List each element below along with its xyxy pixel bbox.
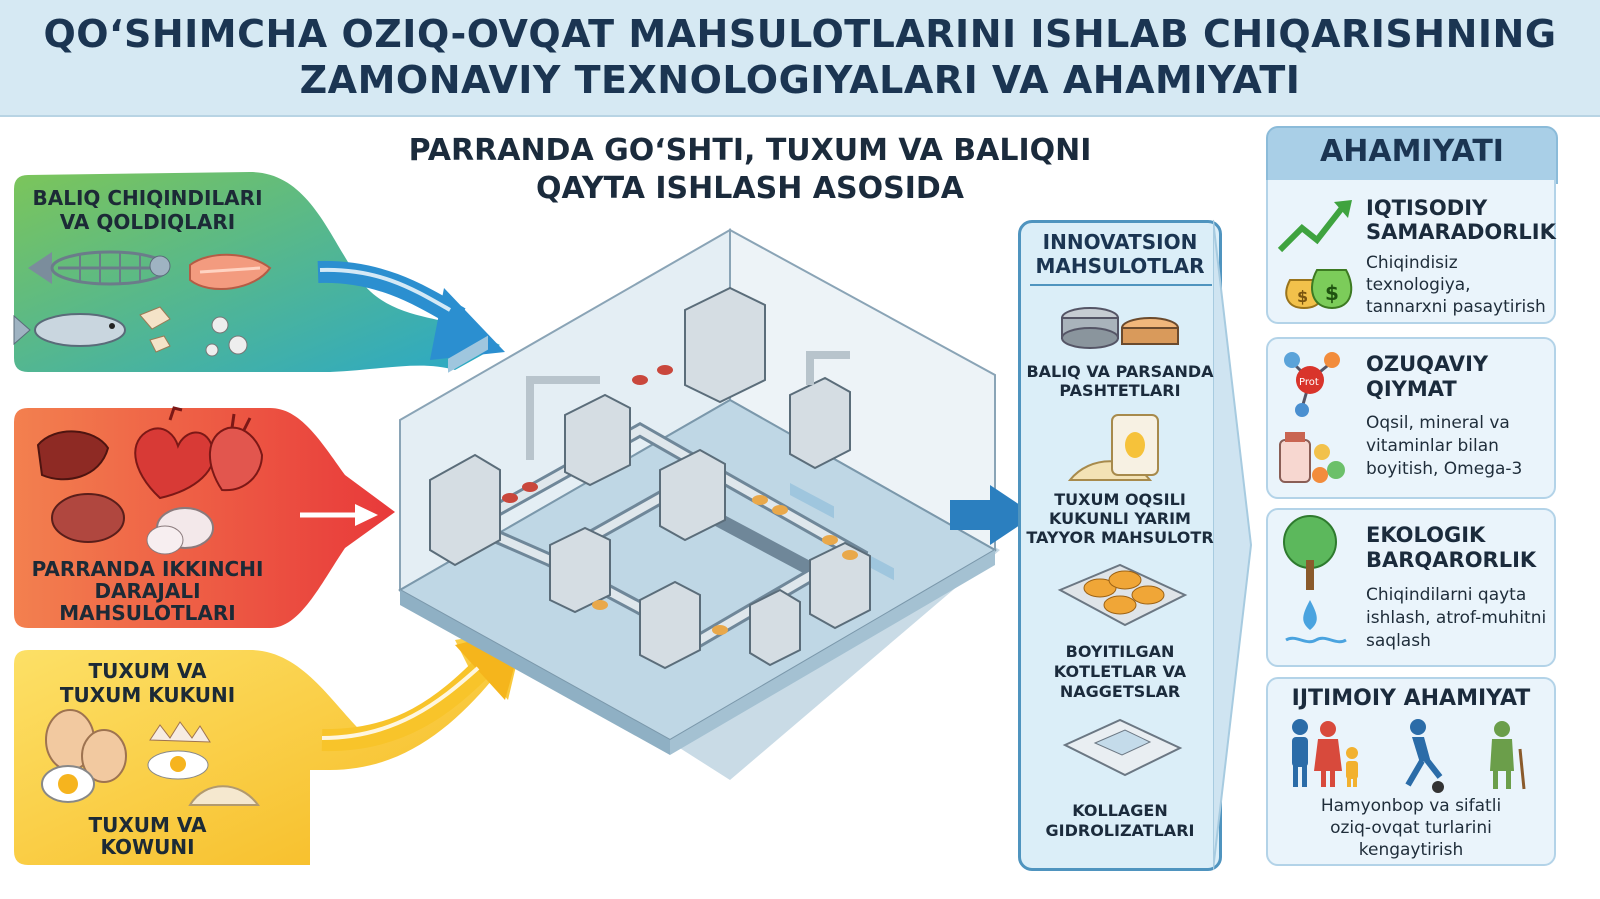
- social-desc-line-1: Hamyonbop va sifatli: [1320, 796, 1502, 816]
- machine-2: [684, 286, 766, 404]
- fish-label-line-2: VA QOLDIQLARI: [59, 210, 236, 234]
- nutrition-desc-line-3: boyitish, Omega-3: [1366, 459, 1523, 479]
- innov-item-1-line-2: PASHTETLARI: [1059, 381, 1181, 400]
- elderly-person-icon: [1490, 721, 1526, 790]
- page-title-line-2: ZAMONAVIY TEXNOLOGIYALARI VA AHAMIYATI: [299, 58, 1301, 102]
- output-arrow: [950, 485, 1020, 545]
- molecule-icon: Prot: [1284, 352, 1340, 417]
- economic-title-line-1: IQTISODIY: [1366, 196, 1488, 220]
- innov-item-4-line-1: KOLLAGEN: [1072, 801, 1168, 820]
- collagen-pack-icon: [1062, 718, 1183, 777]
- nutrition-title-line-2: QIYMAT: [1366, 377, 1457, 401]
- growth-arrow-icon: [1277, 200, 1352, 253]
- whole-eggs-icon: [41, 709, 127, 803]
- water-drop-icon: [1285, 600, 1347, 644]
- egg-label-line-1: TUXUM VA: [88, 659, 207, 683]
- innov-item-3-line-2: KOTLETLAR VA: [1053, 662, 1187, 681]
- poultry-arrow-head: [355, 504, 378, 526]
- machine-1: [429, 453, 501, 567]
- machine-8: [809, 541, 871, 630]
- innov-item-3-line-3: NAGGETSLAR: [1059, 682, 1181, 701]
- subtitle-line-2: QAYTA ISHLASH ASOSIDA: [536, 171, 964, 206]
- egg-label-bottom-1: TUXUM VA: [88, 813, 207, 837]
- innovation-title-line-2: MAHSULOTLAR: [1035, 254, 1205, 278]
- innov-item-1-line-1: BALIQ VA PARSANDA: [1026, 362, 1214, 381]
- innov-item-2-line-2: KUKUNLI YARIM: [1049, 509, 1191, 528]
- header-banner: [0, 0, 1600, 117]
- economic-desc-line-2: texnologiya,: [1366, 275, 1471, 295]
- fish-skeleton-icon: [28, 250, 171, 286]
- fish-fillet-icon: [189, 253, 272, 291]
- nutrition-desc-line-2: vitaminlar bilan: [1366, 436, 1499, 456]
- nutrition-title-line-1: OZUQAVIY: [1366, 352, 1489, 376]
- fish-scraps-icon: [139, 306, 248, 357]
- tree-icon: [1283, 515, 1337, 590]
- protein-badge-text: Prot: [1299, 377, 1319, 388]
- dollar-sign-left: $: [1297, 287, 1308, 306]
- innovation-divider: [1030, 284, 1212, 286]
- factory-illustration: [397, 228, 1020, 780]
- nutrition-desc-line-1: Oqsil, mineral va: [1366, 413, 1510, 433]
- family-icon: [1292, 719, 1358, 787]
- ecology-desc-line-3: saqlash: [1366, 631, 1431, 651]
- money-bag-icon: $ $: [1285, 269, 1353, 310]
- social-desc-line-3: kengaytirish: [1358, 840, 1464, 860]
- egg-powder-icon: [188, 785, 260, 806]
- heart-icon: [134, 406, 215, 500]
- machine-7: [639, 580, 701, 670]
- poultry-label-line-2: DARAJALI: [94, 579, 201, 603]
- egg-shell-icon: [146, 507, 214, 555]
- nuggets-tray-icon: [1057, 563, 1188, 627]
- liver-icon: [36, 430, 110, 481]
- egg-label-line-2: TUXUM KUKUNI: [59, 683, 236, 707]
- machine-3: [564, 393, 631, 487]
- innovation-icons: [1057, 307, 1188, 777]
- running-person-icon: [1405, 719, 1444, 793]
- machine-5: [659, 448, 726, 542]
- subtitle-line-1: PARRANDA GO‘SHTI, TUXUM VA BALIQNI: [408, 133, 1092, 168]
- social-title: IJTIMOIY AHAMIYAT: [1291, 686, 1531, 711]
- innov-item-2-line-3: TAYYOR MAHSULOTR: [1026, 528, 1214, 547]
- social-icons: [1292, 719, 1526, 793]
- innov-item-3-line-1: BOYITILGAN: [1065, 642, 1175, 661]
- ecology-title-line-2: BARQARORLIK: [1366, 548, 1537, 572]
- machine-9: [749, 588, 801, 667]
- ecology-desc-line-2: ishlash, atrof-muhitni: [1366, 608, 1547, 628]
- heart-anatomical-icon: [209, 413, 264, 492]
- egg-panel: [14, 628, 525, 865]
- poultry-label-line-1: PARRANDA IKKINCHI: [31, 557, 264, 581]
- ecology-title-line-1: EKOLOGIK: [1366, 523, 1486, 547]
- dollar-sign-right: $: [1325, 281, 1339, 305]
- innovation-title-line-1: INNOVATSION: [1042, 230, 1198, 254]
- machine-4: [789, 376, 851, 470]
- cracked-egg-icon: [147, 721, 211, 780]
- pate-cans-icon: [1061, 307, 1179, 349]
- social-desc-line-2: oziq-ovqat turlarini: [1330, 818, 1492, 838]
- egg-powder-bag-icon: [1067, 414, 1159, 481]
- fish-label-line-1: BALIQ CHIQINDILARI: [32, 186, 263, 210]
- innov-item-2-line-1: TUXUM OQSILI: [1054, 490, 1186, 509]
- economic-desc-line-1: Chiqindisiz: [1366, 253, 1458, 273]
- innovation-chevron: [1213, 219, 1253, 871]
- ecology-desc-line-1: Chiqindilarni qayta: [1366, 585, 1527, 605]
- input-panels: [13, 172, 525, 865]
- importance-icons: $ $ Prot: [1277, 200, 1353, 644]
- economic-desc-line-3: tannarxni pasaytirish: [1366, 297, 1546, 317]
- supplement-bottle-icon: [1279, 432, 1345, 483]
- poultry-label-line-3: MAHSULOTLARI: [59, 601, 236, 625]
- page-title-line-1: QO‘SHIMCHA OZIQ-OVQAT MAHSULOTLARINI ISH…: [43, 12, 1557, 56]
- importance-title: AHAMIYATI: [1320, 134, 1504, 169]
- economic-title-line-2: SAMARADORLIK: [1366, 220, 1556, 244]
- fish-whole-icon: [13, 313, 126, 347]
- innov-item-4-line-2: GIDROLIZATLARI: [1045, 821, 1195, 840]
- egg-label-bottom-2: KOWUNI: [100, 835, 195, 859]
- machine-6: [549, 526, 611, 614]
- gizzard-icon: [51, 493, 125, 543]
- importance-header: [1266, 126, 1558, 184]
